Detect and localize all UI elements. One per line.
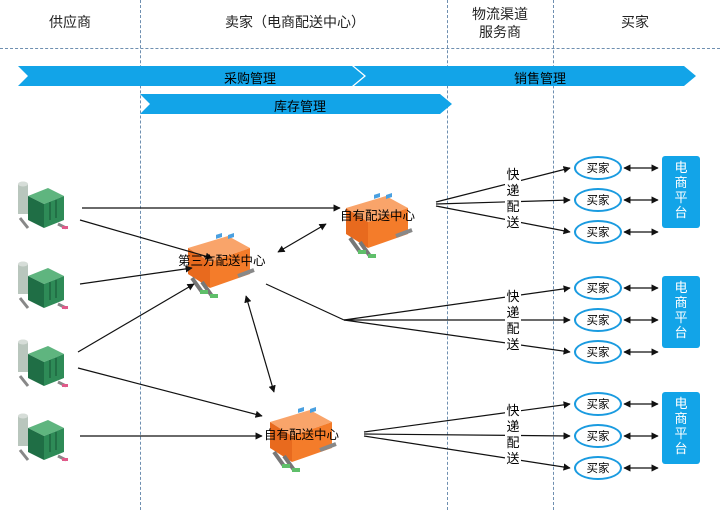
buyer-node: 买家 [574, 456, 622, 480]
delivery-arrow [343, 319, 571, 355]
flow-arrow [79, 265, 193, 285]
delivery-arrow [363, 401, 571, 433]
buyer-node: 买家 [574, 276, 622, 300]
purchase-management-band [18, 66, 364, 86]
express-delivery-label: 快递配送 [505, 404, 521, 468]
buyer-node: 买家 [574, 188, 622, 212]
own-dc-bottom-label: 自有配送中心 [264, 427, 340, 442]
delivery-arrow [363, 432, 571, 440]
delivery-arrow [435, 166, 571, 203]
divider-logistics-buyer [553, 0, 554, 510]
inventory-management-label: 库存管理 [273, 100, 326, 115]
buyer-node: 买家 [574, 308, 622, 332]
header-seller: 卖家（电商配送中心） [225, 15, 365, 31]
ecommerce-platform: 电商平台 [662, 276, 700, 348]
supplier-factory-icon [16, 412, 70, 463]
header-divider [0, 48, 720, 49]
supplier-factory-icon [16, 338, 70, 389]
buyer-node: 买家 [574, 340, 622, 364]
express-delivery-label: 快递配送 [505, 168, 521, 232]
purchase-management-label: 采购管理 [223, 72, 276, 87]
header-supplier: 供应商 [49, 15, 91, 31]
sales-management-band [354, 66, 696, 86]
delivery-arrow [363, 435, 571, 471]
delivery-arrow [343, 285, 571, 321]
header-logistics: 物流渠道 服务商 [455, 6, 545, 42]
header-logistics-line1: 物流渠道 [472, 7, 528, 23]
flow-arrow [79, 219, 213, 260]
buyer-node: 买家 [574, 156, 622, 180]
express-delivery-label: 快递配送 [505, 290, 521, 354]
header-logistics-line2: 服务商 [479, 25, 521, 41]
flow-line [265, 283, 345, 321]
supplier-factory-icon [16, 180, 70, 231]
flow-arrow [77, 283, 195, 353]
inventory-management-band [140, 94, 452, 114]
ecommerce-platform: 电商平台 [662, 392, 700, 464]
buyer-node: 买家 [574, 220, 622, 244]
header-buyer: 买家 [621, 15, 649, 31]
ecommerce-platform: 电商平台 [662, 156, 700, 228]
supplier-factory-icon [16, 260, 70, 311]
flow-arrow-bidirectional [244, 295, 276, 393]
divider-supplier-seller [140, 0, 141, 510]
own-dc-top-warehouse-icon [344, 190, 414, 260]
buyer-node: 买家 [574, 392, 622, 416]
third-party-dc-label: 第三方配送中心 [178, 253, 266, 268]
buyer-node: 买家 [574, 424, 622, 448]
delivery-arrow [435, 205, 571, 235]
own-dc-top-label: 自有配送中心 [340, 208, 416, 223]
delivery-arrow [435, 196, 571, 205]
flow-arrow [77, 367, 263, 418]
sales-management-label: 销售管理 [513, 72, 566, 87]
flow-arrow-bidirectional [277, 223, 327, 253]
divider-seller-logistics [447, 0, 448, 510]
